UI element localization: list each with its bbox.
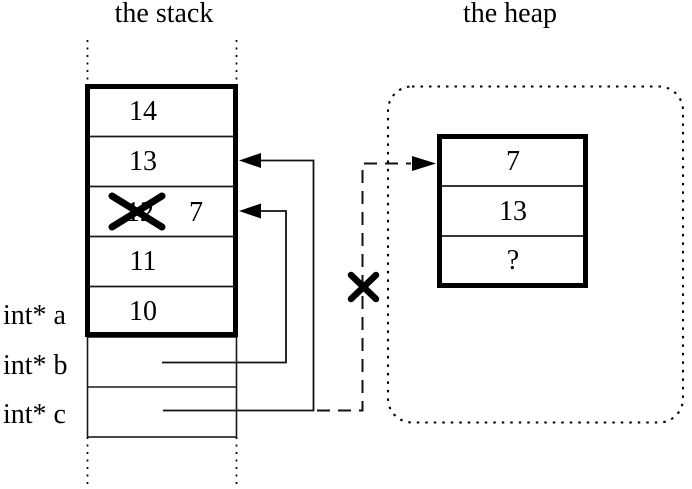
stack-frame-box <box>85 84 238 337</box>
pointer-b-line <box>162 210 287 364</box>
heap-value: 13 <box>499 196 527 227</box>
heap-title: the heap <box>462 0 558 29</box>
deleted-pointer-cross-icon <box>347 271 380 303</box>
stack-boundary-dotted-lines <box>86 40 238 489</box>
pointer-label-b: int* b <box>3 350 68 381</box>
stack-value: 14 <box>129 96 157 127</box>
heap-value: 7 <box>506 146 520 177</box>
stack-value: 13 <box>129 146 157 177</box>
stack-row-separators <box>90 135 235 288</box>
pointer-b-arrowhead-icon <box>239 203 261 219</box>
stack-pointer-cells-box <box>86 336 238 438</box>
stack-title: the stack <box>114 0 214 29</box>
overwrite-cross-icon <box>108 192 166 231</box>
pointer-label-c: int* c <box>3 399 66 430</box>
pointer-label-a: int* a <box>3 300 66 331</box>
stack-value: 11 <box>129 246 157 277</box>
heap-row-separators <box>442 185 583 237</box>
stack-value-replacement: 7 <box>189 197 203 228</box>
pointer-c-arrowhead-icon <box>239 153 261 168</box>
heap-region-dotted-outline <box>386 85 685 424</box>
dangling-pointer-arrowhead-icon <box>412 156 436 171</box>
stack-value: 10 <box>129 296 157 327</box>
pointer-c-line <box>163 159 315 412</box>
heap-record-box <box>437 134 588 288</box>
heap-value: ? <box>506 245 520 276</box>
stack-value-crossed-out: 12 <box>126 197 154 228</box>
